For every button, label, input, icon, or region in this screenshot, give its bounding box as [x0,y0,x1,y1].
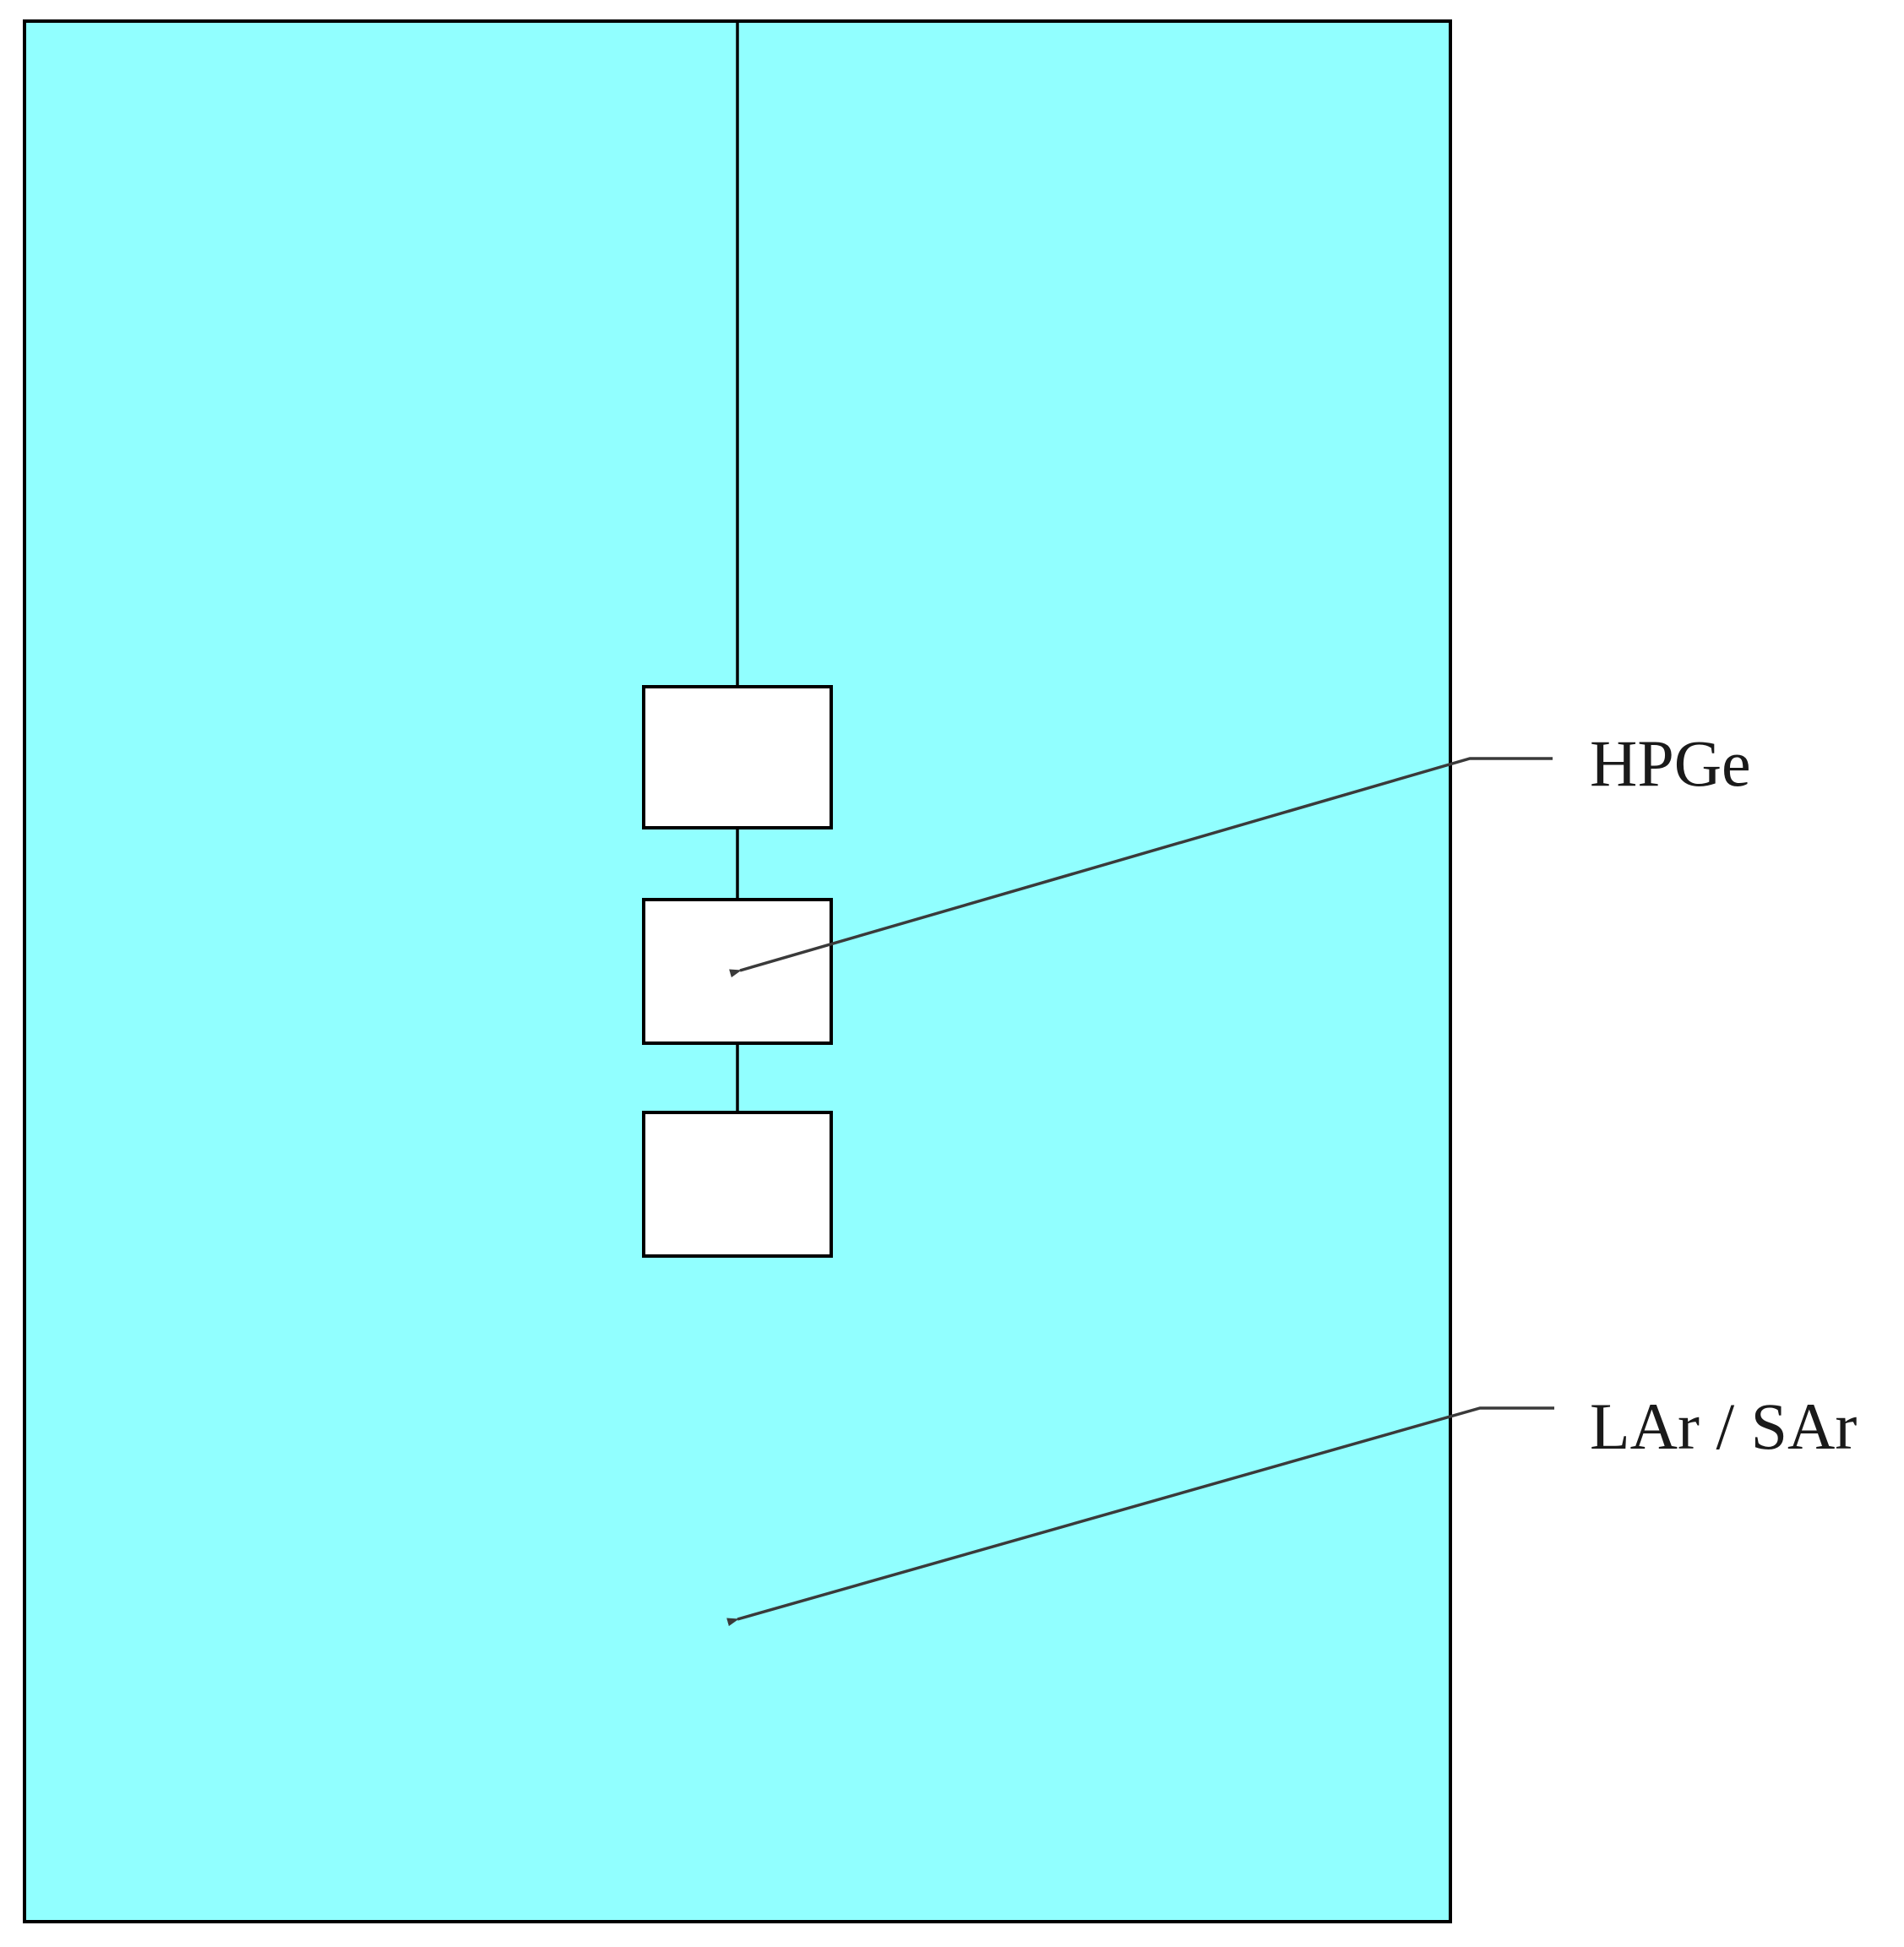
hpge-detector-middle [642,898,833,1045]
hpge-detector-bottom [642,1111,833,1258]
hpge-arrow [729,757,1553,978]
hpge-detector-top [642,685,833,829]
argon-arrow [726,1406,1554,1627]
argon-label: LAr / SAr [1590,1390,1857,1463]
hpge-label: HPGe [1590,726,1751,800]
